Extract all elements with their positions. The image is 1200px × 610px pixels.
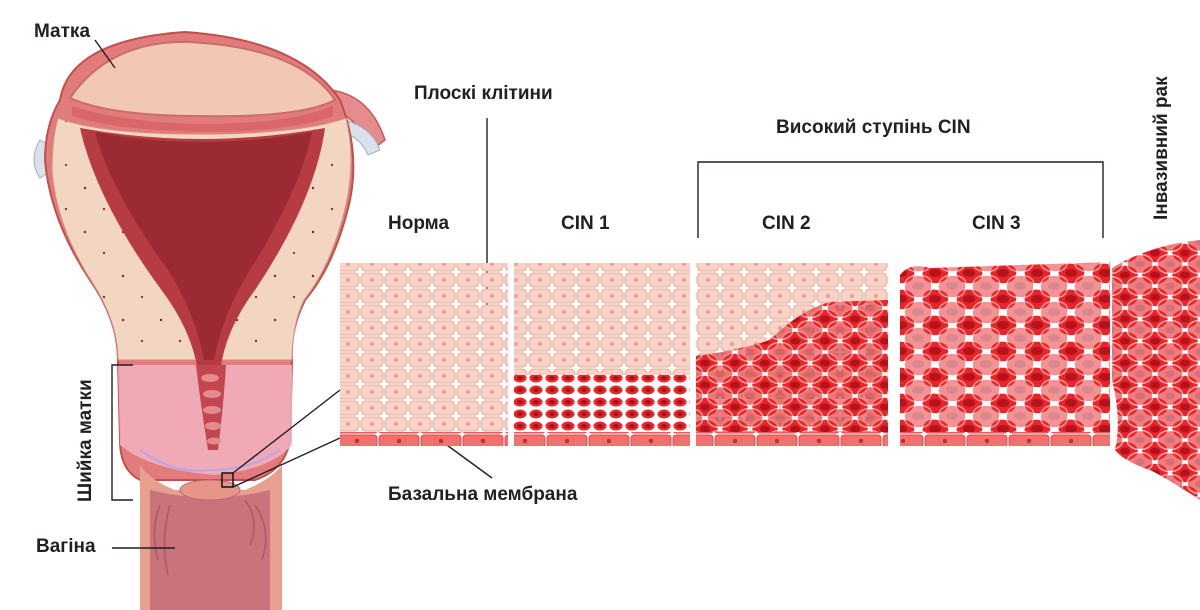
basal-membrane-label: Базальна мембрана: [388, 484, 578, 505]
stage-cin3-tissue: [900, 262, 1110, 446]
stage-cin2-tissue: [696, 263, 888, 446]
basal-leader: [439, 439, 493, 479]
invasive-cancer-label: Інвазивний рак: [1151, 76, 1172, 220]
fundus-rim: [72, 106, 333, 132]
uterus-illustration: [33, 30, 386, 610]
external-os: [179, 479, 241, 501]
stage-label-cin2: CIN 2: [762, 213, 811, 234]
uterus-label: Матка: [34, 21, 91, 42]
squamous-cells-label: Плоскі клітини: [414, 83, 553, 104]
stage-label-cin3: CIN 3: [972, 213, 1021, 234]
stage-invasive-tissue: [1112, 240, 1200, 500]
stage-cin1-tissue: [514, 263, 690, 446]
vagina-rugae: [153, 499, 267, 576]
zoom-marker: [221, 472, 234, 488]
stage-label-cin1: CIN 1: [561, 213, 610, 234]
uterus-leader: [94, 39, 116, 69]
stage-label-normal: Норма: [388, 213, 450, 234]
high-grade-label: Високий ступінь CIN: [776, 117, 971, 138]
tissue-strip: [340, 240, 1200, 500]
leader-lines: [94, 39, 1104, 549]
stage-normal-tissue: [340, 263, 508, 446]
vagina-label: Вагіна: [36, 536, 96, 557]
cervix-label: Шийка матки: [75, 379, 96, 502]
cavity-inner: [95, 132, 312, 360]
vagina-inner: [150, 490, 270, 610]
zoom-line-top: [232, 389, 341, 474]
high-grade-bracket: [697, 161, 1104, 238]
canal-folds: [201, 374, 221, 445]
cervix-edge: [139, 449, 281, 472]
cervix-bracket: [111, 364, 133, 501]
zoom-line-bottom: [232, 437, 341, 488]
fundus: [68, 40, 337, 118]
